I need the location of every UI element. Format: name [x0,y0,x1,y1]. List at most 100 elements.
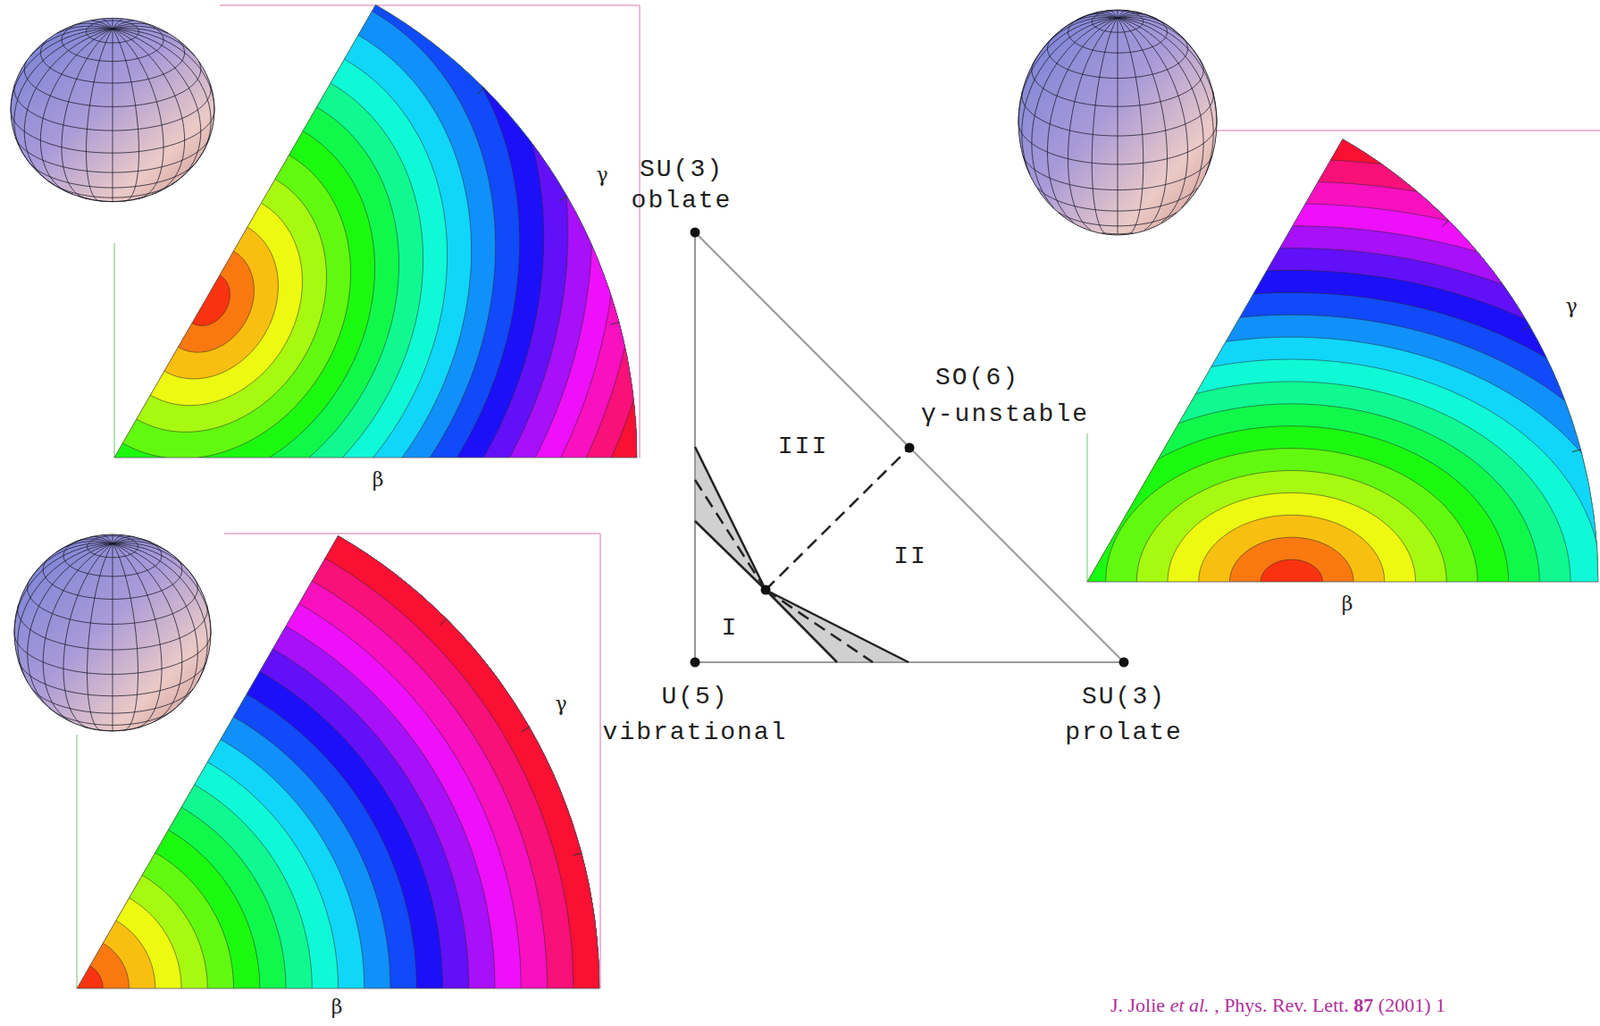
contour-band [333,531,604,990]
surface-grid-line [1021,91,1214,136]
citation-text: 87 [1353,993,1374,1016]
nucleus-surface [10,17,215,202]
axis-label: β [372,469,385,490]
vertex-dot [904,443,915,453]
surface-grid-line [1117,17,1204,209]
contour-band [522,0,641,460]
surface-grid-line [85,20,139,43]
axis-label: β [331,996,344,1017]
surface-grid-line [10,109,215,153]
citation-text: , Phys. Rev. Lett. [1214,993,1349,1016]
frame-line [599,533,602,989]
arc-tick [610,322,620,326]
surface-grid-line [112,28,164,199]
surface-grid-line [31,687,193,713]
surface-grid-line [27,159,199,188]
arc-tick [440,618,447,625]
region-number: II [893,544,928,570]
axis-label: γ [554,694,567,714]
surface-grid-line [15,137,210,173]
symmetry-label: γ-unstable [921,402,1090,428]
symmetry-label: SU(3) [639,157,724,183]
surface-grid-line [1117,16,1179,34]
surface-grid-line [40,40,185,84]
surface-grid-line [83,726,143,730]
frame-line [638,5,641,458]
citation-text: et al. [1170,993,1210,1016]
surface-grid-line [112,25,168,34]
surface-grid-line [1117,17,1188,223]
triangle-outline [695,232,1124,662]
surface-grid-line [42,556,183,600]
contour-band [408,0,641,460]
surface-grid-line [24,61,201,107]
arc-tick [1522,326,1531,331]
surface-grid-line [112,23,149,29]
frame-line [113,242,116,458]
arc-tick [1441,220,1449,227]
axis-label: γ [1565,296,1577,317]
surface-grid-line [48,181,177,199]
surface-grid-line [112,543,208,683]
surface-grid-line [1058,212,1177,227]
phase-line [695,446,766,590]
region-number: III [778,434,829,460]
arc-tick [477,87,485,94]
nucleus-shape [1018,9,1217,235]
surface-grid-line [1022,155,1213,190]
surface-grid-line [52,710,174,725]
axis-label: γ [595,165,608,185]
surface-grid-line [14,28,113,160]
dashed-line [765,589,873,662]
surface-grid-line [112,543,114,731]
dashed-line [695,479,766,590]
contour-band [611,0,641,460]
surface-grid-line [27,578,199,625]
arc-tick [559,196,568,202]
surface-grid-line [1021,17,1118,176]
surface-grid-line [17,605,209,651]
contour-band [1566,133,1600,147]
transition-region [765,589,909,662]
phase-lines [695,446,910,662]
frame-line [1214,129,1600,132]
surface-grid-line [112,28,202,185]
contour-band [193,531,604,990]
surface-grid-line [112,543,198,711]
symmetry-label: SU(3) [1081,684,1166,710]
vertex-dot [690,657,701,668]
symmetry-label: U(5) [661,684,729,710]
vertex-dot [1119,657,1130,668]
surface-grid-line [1117,17,1214,176]
surface-grid-line [27,543,113,711]
surface-grid-line [61,24,164,61]
surface-grid-line [1117,17,1119,235]
arc-tick [1572,449,1582,453]
symmetry-label: prolate [1064,720,1183,746]
nucleus-surface [1018,9,1217,235]
phase-line [695,520,766,590]
nucleus-shape [14,534,211,731]
symmetry-label: SO(6) [935,365,1020,391]
citation-line: J. Jolieet al., Phys. Rev. Lett.87(2001)… [1110,993,1446,1017]
contour-band [382,531,604,830]
surface-grid-line [14,84,211,131]
arc-tick [521,727,530,732]
region-number: I [721,615,739,641]
axis-label: β [1341,594,1354,614]
citation-text: (2001) 1 [1378,993,1446,1016]
surface-grid-line [1031,17,1118,209]
surface-grid-line [112,536,135,545]
surface-grid-line [1091,10,1143,33]
vertex-dot [690,227,701,238]
surface-grid-line [1117,17,1144,234]
surface-grid-line [18,661,207,696]
nucleus-shape [10,17,215,202]
surface-grid-line [1018,122,1217,165]
surface-grid-line [78,195,147,202]
surface-grid-line [1102,233,1133,235]
symmetry-label: oblate [631,188,733,214]
contour-band [451,0,642,460]
vertex-dots [690,227,1130,668]
